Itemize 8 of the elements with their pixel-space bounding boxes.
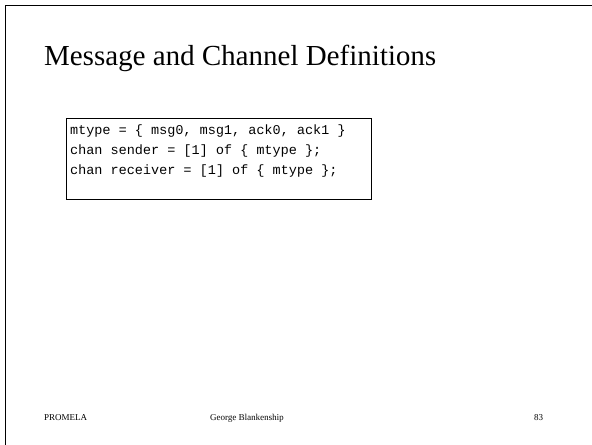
slide-title: Message and Channel Definitions	[44, 40, 436, 73]
code-box	[66, 118, 372, 200]
footer-text: PROMELA	[44, 412, 88, 422]
code-line: chan sender = [1] of { mtype };	[70, 143, 322, 161]
code-line: mtype = { msg0, msg1, ack0, ack1 }	[70, 123, 346, 141]
page-number: 83	[534, 412, 543, 422]
footer-author: George Blankenship	[210, 412, 284, 422]
code-line: chan receiver = [1] of { mtype };	[70, 163, 338, 181]
